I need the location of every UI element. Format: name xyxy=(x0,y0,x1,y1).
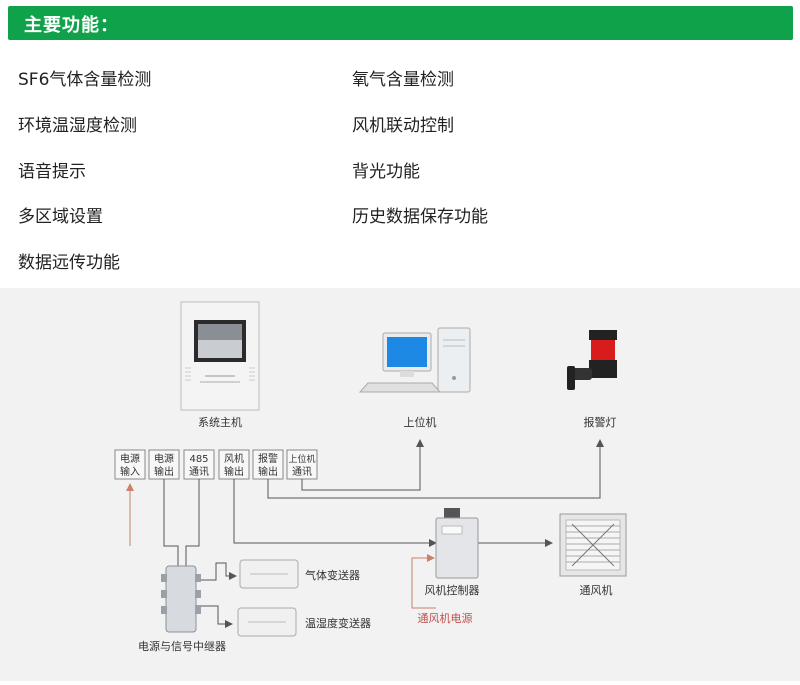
alarm-light-icon xyxy=(567,330,617,390)
feature-item: 背光功能 xyxy=(352,162,420,182)
port-pc-comm: 上位机 通讯 xyxy=(286,449,318,480)
fan-controller-icon xyxy=(435,508,479,579)
port-label: 输入 xyxy=(120,465,140,478)
port-485: 485 通讯 xyxy=(183,449,215,480)
host-label: 系统主机 xyxy=(198,415,242,429)
relay-label: 电源与信号中继器 xyxy=(138,639,226,653)
pc-label: 上位机 xyxy=(404,415,437,429)
port-label: 输出 xyxy=(258,465,278,478)
port-label: 风机 xyxy=(224,452,244,465)
line-pc xyxy=(301,439,424,491)
th-transmitter-icon xyxy=(237,607,297,637)
alarm-label: 报警灯 xyxy=(584,415,617,429)
fan-controller-label: 风机控制器 xyxy=(425,583,480,597)
computer-icon xyxy=(358,327,471,393)
port-label: 通讯 xyxy=(189,466,209,478)
fan-icon xyxy=(559,513,627,577)
system-diagram: 系统主机 上位机 报警灯 电源 输入 电源 输出 485 通讯 风机 xyxy=(0,288,800,681)
port-label: 输出 xyxy=(154,465,174,478)
diagram-svg: 系统主机 上位机 报警灯 电源 输入 电源 输出 485 通讯 风机 xyxy=(114,301,627,653)
port-alarm-out: 报警 输出 xyxy=(252,449,284,480)
line-fan-ctrl xyxy=(233,479,437,547)
port-label: 通讯 xyxy=(292,466,312,478)
section-header: 主要功能： xyxy=(8,6,793,40)
port-label: 输出 xyxy=(224,465,244,478)
fan-label: 通风机 xyxy=(580,583,613,597)
host-cabinet-icon xyxy=(180,301,260,411)
gas-transmitter-icon xyxy=(239,559,299,589)
fan-power-label: 通风机电源 xyxy=(418,611,473,625)
relay-icon xyxy=(161,565,201,633)
feature-item: 历史数据保存功能 xyxy=(352,207,488,227)
feature-item: 多区域设置 xyxy=(18,207,103,227)
section-title: 主要功能： xyxy=(24,15,119,36)
gas-transmitter-label: 气体变送器 xyxy=(305,568,360,582)
line-relay-a xyxy=(163,479,179,566)
line-alarm xyxy=(267,439,604,499)
port-fan-out: 风机 输出 xyxy=(218,449,250,480)
port-power-out: 电源 输出 xyxy=(148,449,180,480)
fan-power-arrow xyxy=(411,554,436,609)
port-label: 485 xyxy=(189,454,208,465)
feature-item: 氧气含量检测 xyxy=(352,70,454,90)
feature-item: 数据远传功能 xyxy=(18,253,120,273)
feature-item: SF6气体含量检测 xyxy=(18,70,152,90)
port-power-in: 电源 输入 xyxy=(114,449,146,480)
feature-item: 环境温湿度检测 xyxy=(18,116,137,136)
port-label: 上位机 xyxy=(288,453,315,465)
feature-item: 风机联动控制 xyxy=(352,116,454,136)
line-relay-b xyxy=(185,479,200,566)
line-gas xyxy=(196,562,237,581)
port-label: 电源 xyxy=(154,452,174,465)
port-label: 报警 xyxy=(258,452,278,465)
feature-item: 语音提示 xyxy=(18,162,86,182)
line-th xyxy=(196,605,233,628)
port-label: 电源 xyxy=(120,452,140,465)
th-transmitter-label: 温湿度变送器 xyxy=(305,616,371,630)
